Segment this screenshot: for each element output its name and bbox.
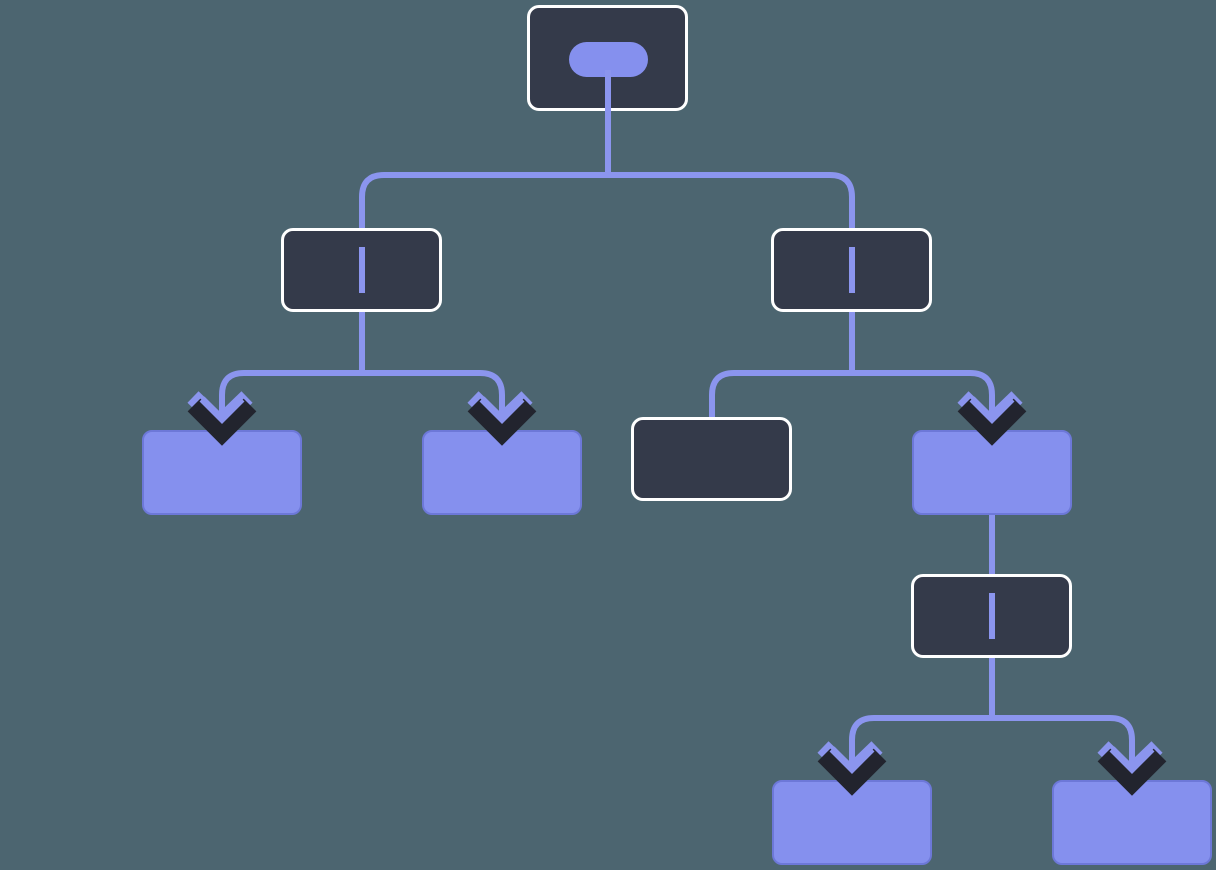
leaf-node-2[interactable] [422, 430, 582, 515]
empty-node-dark[interactable] [631, 417, 792, 501]
leaf-node-1[interactable] [142, 430, 302, 515]
arrowhead-leaf-4-highlight [1109, 746, 1155, 774]
arrowhead-leaf-1-highlight [199, 396, 245, 424]
arrowhead-leaf-4 [1097, 748, 1167, 796]
arrowhead-leaf-purple-branch-highlight [969, 396, 1015, 424]
edge-right-to-empty [709, 312, 855, 417]
edge-left-to-leaf2 [359, 312, 505, 434]
edge-root-to-left [359, 111, 612, 228]
arrowhead-leaf-2-under [467, 391, 533, 435]
arrowhead-leaf-3-highlight [829, 746, 875, 774]
edge-left-to-leaf1 [219, 312, 365, 434]
root-node-inner-line [605, 70, 611, 111]
arrowhead-leaf-2-highlight [479, 396, 525, 424]
branch-node-purple[interactable] [912, 430, 1072, 515]
arrowhead-leaf-3 [817, 748, 887, 796]
leaf-node-3[interactable] [772, 780, 932, 865]
branch-node-right-inner-line [849, 247, 855, 293]
arrowhead-leaf-1 [187, 398, 257, 446]
edge-root-to-right [605, 111, 855, 228]
arrowhead-leaf-purple-branch-under [957, 391, 1023, 435]
arrowhead-leaf-4-under [1097, 741, 1163, 785]
leaf-node-4[interactable] [1052, 780, 1212, 865]
arrowhead-leaf-3-under [817, 741, 883, 785]
edge-sub-to-leaf4 [989, 658, 1135, 784]
sub-branch-node-dark-inner-line [989, 593, 995, 639]
edge-right-to-purple [849, 312, 995, 434]
arrowhead-leaf-2 [467, 398, 537, 446]
arrowhead-leaf-1-under [187, 391, 253, 435]
edge-sub-to-leaf3 [849, 658, 995, 784]
arrowhead-leaf-purple-branch [957, 398, 1027, 446]
branch-node-left-inner-line [359, 247, 365, 293]
